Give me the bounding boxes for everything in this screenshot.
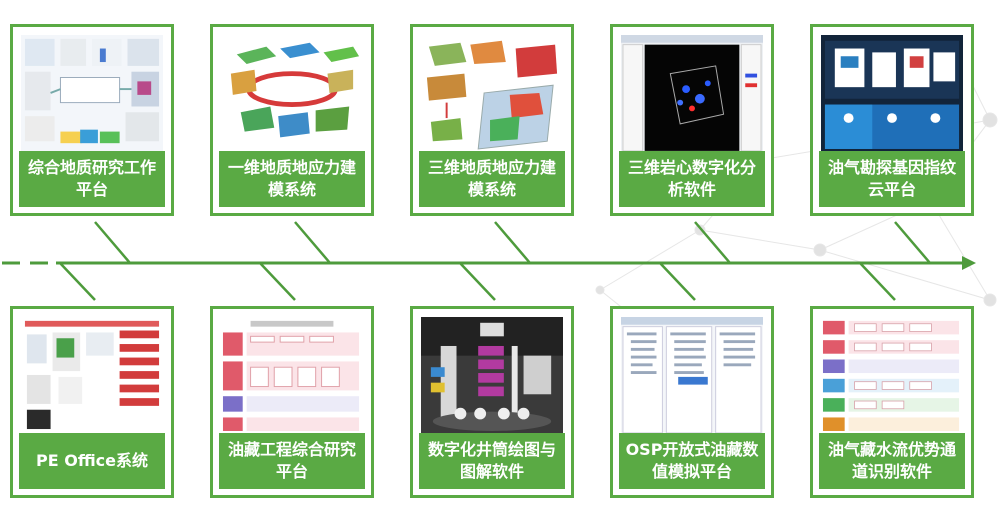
- thumbnail-water-channel-modules: [821, 317, 963, 487]
- card-osp-simulation[interactable]: OSP开放式油藏数值模拟平台: [610, 306, 774, 498]
- card-exploration-gene-cloud[interactable]: 油气勘探基因指纹云平台: [810, 24, 974, 216]
- card-label: 三维地质地应力建模系统: [419, 151, 565, 207]
- card-label: 综合地质研究工作平台: [19, 151, 165, 207]
- card-label: OSP开放式油藏数值模拟平台: [619, 433, 765, 489]
- card-label: 油气藏水流优势通道识别软件: [819, 433, 965, 489]
- card-reservoir-engineering[interactable]: 油藏工程综合研究平台: [210, 306, 374, 498]
- card-water-channel-identification[interactable]: 油气藏水流优势通道识别软件: [810, 306, 974, 498]
- fishbone-connectors: [59, 221, 931, 301]
- card-label: 油气勘探基因指纹云平台: [819, 151, 965, 207]
- card-1d-geomechanics[interactable]: 一维地质地应力建模系统: [210, 24, 374, 216]
- card-label: 油藏工程综合研究平台: [219, 433, 365, 489]
- card-label: 三维岩心数字化分析软件: [619, 151, 765, 207]
- timeline-arrowhead: [962, 256, 976, 270]
- card-label: 数字化井筒绘图与图解软件: [419, 433, 565, 489]
- card-label: PE Office系统: [19, 433, 165, 489]
- card-pe-office[interactable]: PE Office系统: [10, 306, 174, 498]
- card-core-digital-analysis[interactable]: 三维岩心数字化分析软件: [610, 24, 774, 216]
- card-geology-platform[interactable]: 综合地质研究工作平台: [10, 24, 174, 216]
- card-label: 一维地质地应力建模系统: [219, 151, 365, 207]
- card-3d-geomechanics[interactable]: 三维地质地应力建模系统: [410, 24, 574, 216]
- card-digital-wellbore[interactable]: 数字化井筒绘图与图解软件: [410, 306, 574, 498]
